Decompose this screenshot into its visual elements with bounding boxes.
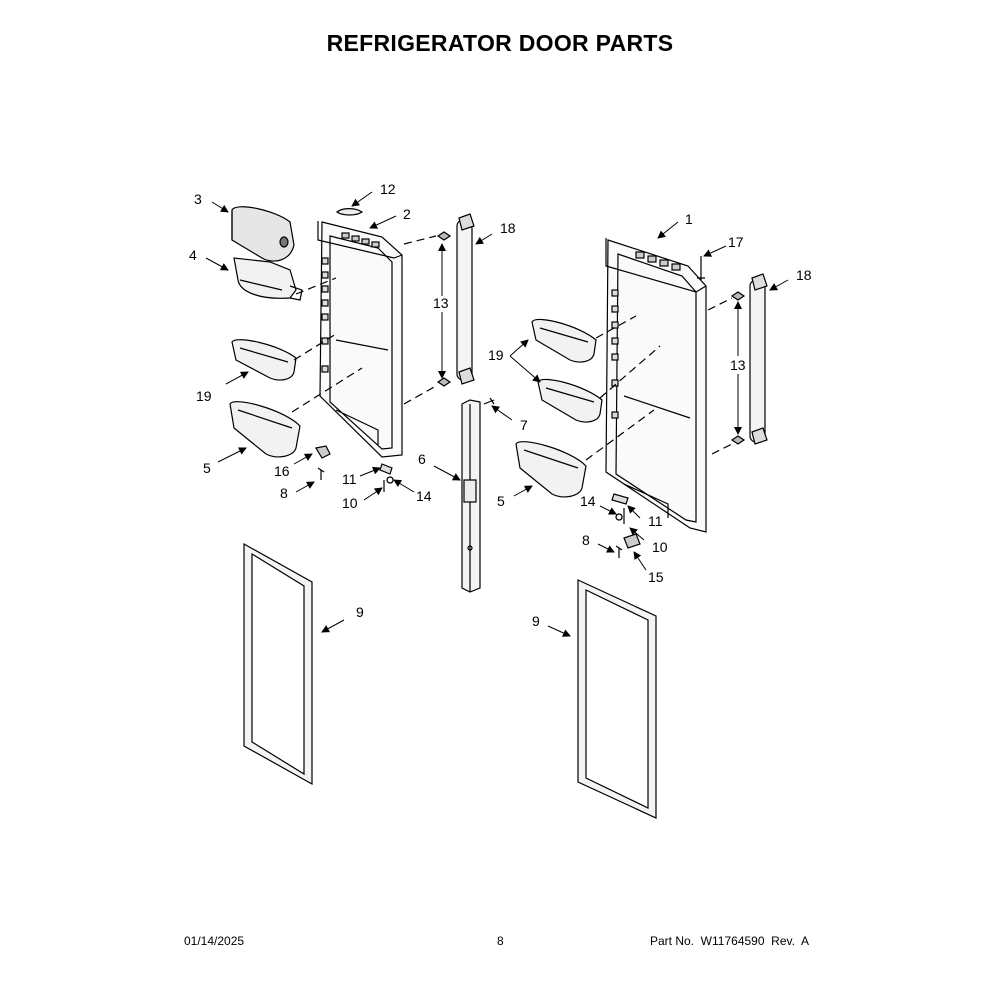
- right-bin-dash-lines: [585, 315, 661, 461]
- right-liner-bin-clips: [611, 289, 619, 419]
- callout-15: 15: [648, 569, 664, 585]
- footer-date: 01/14/2025: [184, 934, 245, 948]
- right-door-bin-19-bottom: [537, 378, 603, 423]
- callout-3: 3: [194, 191, 202, 207]
- left-door-bin-5: [229, 401, 301, 458]
- callout-11-right: 11: [648, 513, 663, 529]
- left-liner-bin-clips: [321, 257, 329, 373]
- right-handle-dash-bottom: [711, 443, 733, 455]
- left-door-liner: [317, 221, 403, 458]
- right-door-bin-19-top: [531, 318, 597, 363]
- right-bracket-11: [611, 493, 629, 505]
- callout-13-left: 13: [433, 295, 449, 311]
- right-handle-mount-13: [730, 291, 746, 445]
- left-door-bin-4: [233, 257, 303, 301]
- callout-18-right: 18: [796, 267, 812, 283]
- callout-9-left: 9: [356, 604, 364, 620]
- callout-11-left: 11: [342, 471, 357, 487]
- callout-1: 1: [685, 211, 693, 227]
- left-door-top-buttons: [341, 232, 380, 248]
- right-hinge-clip-15: [623, 533, 641, 549]
- left-bracket-11: [379, 463, 393, 475]
- callout-2: 2: [403, 206, 411, 222]
- left-handle-dash-bottom: [403, 385, 437, 405]
- left-screw-8: [317, 467, 325, 480]
- left-washer-14: [386, 476, 394, 484]
- left-bin-dash-lines: [291, 277, 363, 413]
- left-door-bin-19: [231, 339, 297, 381]
- callout-5-right: 5: [497, 493, 505, 509]
- callout-19-left: 19: [196, 388, 212, 404]
- right-door-bin-5: [515, 441, 587, 498]
- callout-7: 7: [520, 417, 528, 433]
- callout-8-left: 8: [280, 485, 288, 501]
- right-hinge-pin-17: [697, 256, 705, 280]
- callout-19-right: 19: [488, 347, 504, 363]
- left-handle-mount-13: [436, 231, 452, 387]
- callout-8-right: 8: [582, 532, 590, 548]
- footer-part-number: Part No. W11764590 Rev. A: [650, 934, 809, 948]
- left-hinge-clip-16: [315, 445, 331, 459]
- callout-14-left: 14: [416, 488, 432, 504]
- footer-page-number: 8: [497, 934, 504, 948]
- callout-16: 16: [274, 463, 290, 479]
- right-handle-dash-top: [707, 297, 733, 311]
- callout-18-left: 18: [500, 220, 516, 236]
- callout-6: 6: [418, 451, 426, 467]
- callout-10-left: 10: [342, 495, 358, 511]
- callout-17: 17: [728, 234, 744, 250]
- callout-9-right: 9: [532, 613, 540, 629]
- left-hinge-cap: [335, 208, 364, 216]
- callout-arrows: [205, 191, 789, 637]
- left-door-handle-18: [456, 213, 475, 385]
- right-door-top-buttons: [635, 251, 681, 271]
- callout-14-right: 14: [580, 493, 596, 509]
- left-handle-dash-top: [403, 235, 437, 245]
- callout-13-right: 13: [730, 357, 746, 373]
- left-cover-bin-3: [231, 206, 295, 262]
- right-washer-14: [615, 513, 623, 521]
- right-screw-8: [615, 545, 623, 558]
- center-mullion-6: [461, 399, 481, 593]
- callout-10-right: 10: [652, 539, 668, 555]
- right-door-liner: [605, 238, 707, 533]
- callout-4: 4: [189, 247, 197, 263]
- mullion-screw-7: [483, 397, 495, 405]
- callout-5-left: 5: [203, 460, 211, 476]
- left-door-gasket-9: [243, 542, 313, 786]
- page-title: REFRIGERATOR DOOR PARTS: [326, 30, 674, 56]
- right-door-handle-18: [749, 273, 768, 445]
- right-door-gasket-9: [577, 579, 657, 819]
- callout-12: 12: [380, 181, 396, 197]
